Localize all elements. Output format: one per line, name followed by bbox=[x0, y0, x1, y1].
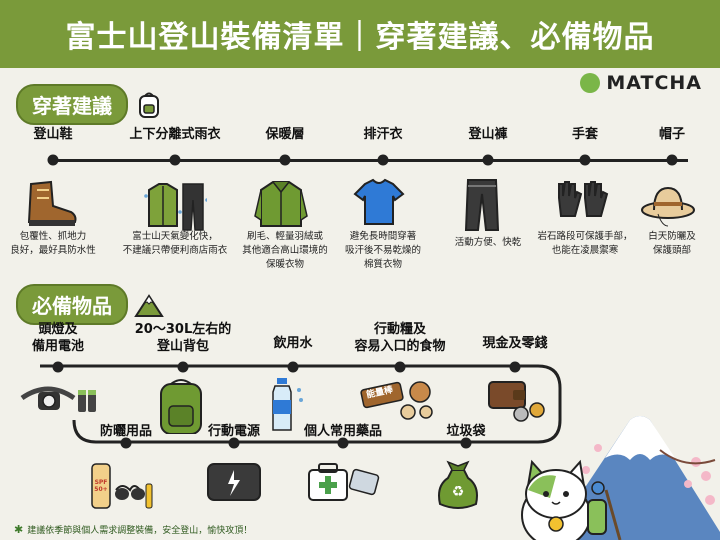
hiking-pants-icon bbox=[456, 176, 520, 236]
fleece-jacket-icon bbox=[253, 176, 317, 236]
essential-item-title: 防曬用品 bbox=[99, 424, 153, 439]
clothing-item-desc: 白天防曬及保護頭部 bbox=[648, 231, 696, 256]
clothing-item-title: 登山褲 bbox=[468, 127, 508, 142]
section-clothing: 穿著建議 bbox=[16, 84, 164, 125]
essential-item-title: 行動糧及容易入口的食物 bbox=[354, 322, 446, 354]
mascot-fuji-illustration bbox=[521, 416, 720, 540]
timeline-dot bbox=[169, 154, 181, 166]
base-tshirt-icon bbox=[351, 176, 415, 236]
garbage-bag-icon: ♻ bbox=[436, 456, 496, 518]
timeline-dot bbox=[337, 437, 349, 449]
clothing-item-title: 排汗衣 bbox=[363, 127, 403, 142]
sunscreen-label: SPF 50+ bbox=[94, 479, 108, 493]
section-essentials-label: 必備物品 bbox=[16, 284, 128, 325]
logo-text: MATCHA bbox=[606, 72, 702, 94]
timeline-dot bbox=[47, 154, 59, 166]
section-clothing-label: 穿著建議 bbox=[16, 84, 128, 125]
clothing-timeline bbox=[48, 159, 688, 162]
logo-dot-icon bbox=[580, 73, 601, 93]
timeline-dot bbox=[666, 154, 678, 166]
footnote: ✱ 建議依季節與個人需求調整裝備，安全登山，愉快攻頂！ bbox=[14, 523, 252, 536]
header-banner: 富士山登山裝備清單｜穿著建議、必備物品 bbox=[0, 0, 720, 68]
essential-item-title: 頭燈及備用電池 bbox=[31, 322, 85, 354]
first-aid-kit-icon bbox=[305, 456, 381, 518]
essential-item-title: 個人常用藥品 bbox=[303, 424, 383, 439]
sunscreen-sunglasses-icon: SPF 50+ bbox=[88, 456, 164, 518]
timeline-dot bbox=[509, 361, 521, 373]
clothing-item-title: 保暖層 bbox=[265, 127, 305, 142]
hiking-boot-icon bbox=[21, 176, 85, 236]
essential-item-title: 行動電源 bbox=[207, 424, 261, 439]
rain-jacket-pants-icon bbox=[143, 176, 209, 236]
wallet-coins-icon bbox=[485, 376, 545, 438]
clothing-item-title: 上下分離式雨衣 bbox=[129, 127, 221, 142]
essential-item-title: 現金及零錢 bbox=[482, 336, 548, 351]
snacks-icon: 能量棒 bbox=[360, 376, 440, 438]
gloves-icon bbox=[553, 176, 617, 236]
timeline-dot bbox=[177, 361, 189, 373]
backpack-icon bbox=[139, 92, 159, 118]
svg-text:♻: ♻ bbox=[452, 484, 465, 500]
clothing-item-desc: 包覆性、抓地力良好，最好具防水性 bbox=[10, 231, 96, 256]
timeline-dot bbox=[287, 361, 299, 373]
timeline-dot bbox=[460, 437, 472, 449]
timeline-dot bbox=[377, 154, 389, 166]
clothing-item-desc: 刷毛、輕量羽絨或其他適合高山環境的保暖衣物 bbox=[242, 231, 328, 270]
clothing-item-desc: 活動方便、快乾 bbox=[454, 237, 522, 248]
backpack-icon bbox=[153, 376, 213, 438]
sun-hat-icon bbox=[640, 176, 704, 236]
timeline-dot bbox=[228, 437, 240, 449]
page-title: 富士山登山裝備清單｜穿著建議、必備物品 bbox=[65, 20, 655, 55]
essential-item-title: 20～30L左右的登山背包 bbox=[134, 322, 232, 354]
footnote-text: 建議依季節與個人需求調整裝備，安全登山，愉快攻頂！ bbox=[27, 526, 253, 536]
essential-item-title: 飲用水 bbox=[273, 336, 313, 351]
clothing-item-title: 登山鞋 bbox=[33, 127, 73, 142]
power-bank-icon bbox=[204, 456, 264, 518]
matcha-logo[interactable]: MATCHA bbox=[580, 72, 702, 94]
clothing-item-title: 手套 bbox=[571, 127, 599, 142]
mountain-icon bbox=[134, 293, 164, 317]
clothing-item-desc: 岩石路段可保護手部，也能在凌晨禦寒 bbox=[537, 231, 633, 256]
timeline-dot bbox=[394, 361, 406, 373]
clothing-item-desc: 避免長時間穿著吸汗後不易乾燥的棉質衣物 bbox=[344, 231, 422, 270]
timeline-dot bbox=[579, 154, 591, 166]
clothing-item-desc: 富士山天氣變化快，不建議只帶便利商店雨衣 bbox=[122, 231, 228, 256]
headlamp-battery-icon bbox=[18, 376, 98, 438]
timeline-dot bbox=[482, 154, 494, 166]
star-icon: ✱ bbox=[14, 523, 24, 536]
clothing-item-title: 帽子 bbox=[658, 127, 686, 142]
timeline-dot bbox=[279, 154, 291, 166]
section-essentials: 必備物品 bbox=[16, 284, 164, 325]
essential-item-title: 垃圾袋 bbox=[446, 424, 486, 439]
water-bottle-icon bbox=[263, 376, 323, 438]
timeline-dot bbox=[52, 361, 64, 373]
timeline-dot bbox=[120, 437, 132, 449]
